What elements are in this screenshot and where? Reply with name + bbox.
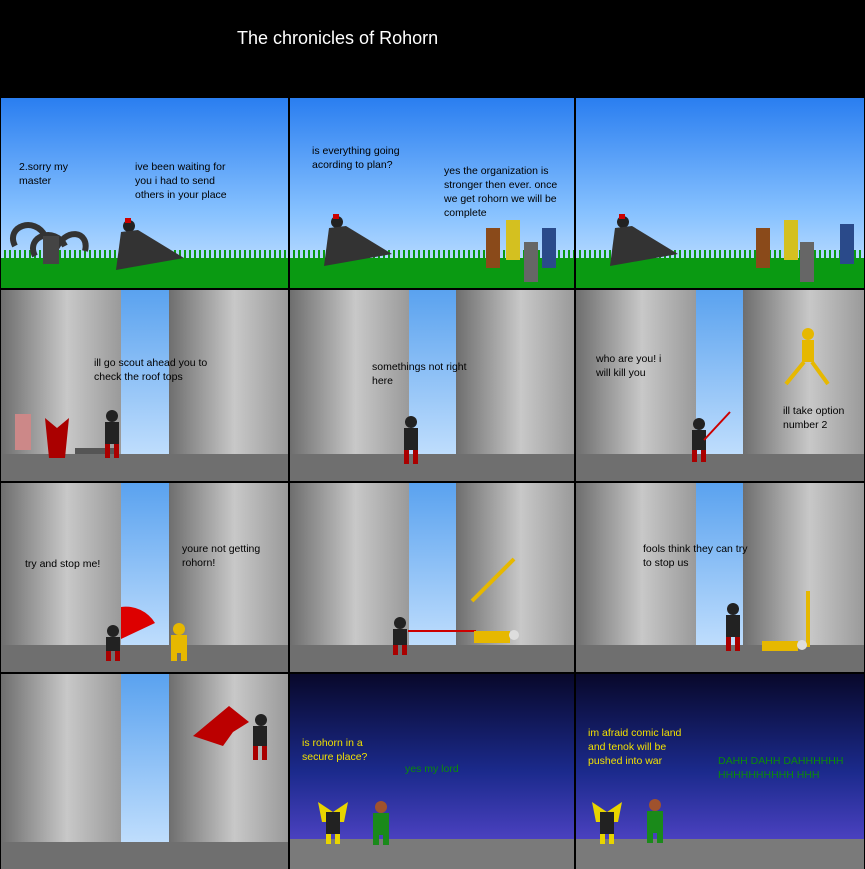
panel-8 xyxy=(290,483,574,672)
wall-right xyxy=(743,290,864,481)
ground xyxy=(576,645,864,672)
cloaked-master xyxy=(116,218,184,270)
dialogue-12a: im afraid comic land and tenok will be p… xyxy=(588,727,682,767)
panel-9: fools think they can try to stop us xyxy=(576,483,864,672)
cloaked-master xyxy=(324,214,392,266)
dialogue-12b: DAHH DAHH DAHHHHHHHHHHHHHHHH HHH xyxy=(718,755,844,781)
wall-right xyxy=(169,290,288,481)
panel-4: ill go scout ahead you to check the roof… xyxy=(1,290,288,481)
sky-gap xyxy=(121,674,169,869)
panel-11: is rohorn in a secure place? yes my lord xyxy=(290,674,574,869)
yellow-winged-guard xyxy=(592,802,622,844)
rohorn-with-spear xyxy=(692,411,731,462)
rohorn xyxy=(105,410,119,458)
sky-gap xyxy=(121,483,169,672)
dialogue-4: ill go scout ahead you to check the roof… xyxy=(94,357,208,383)
dialogue-1a: 2.sorry my master xyxy=(19,161,69,187)
panel-1: 2.sorry my master ive been waiting for y… xyxy=(1,98,288,288)
ground xyxy=(290,645,574,672)
golden-figure xyxy=(171,623,187,661)
ground xyxy=(576,839,864,869)
dialogue-2b: yes the organization is stronger then ev… xyxy=(444,165,558,219)
flying-staff xyxy=(470,557,516,603)
rohorn xyxy=(404,416,418,464)
panel-6: who are you! i will kill you ill take op… xyxy=(576,290,864,481)
winged-rohorn-flying xyxy=(193,706,267,760)
wall-left xyxy=(1,674,121,869)
wall-right xyxy=(456,290,574,481)
ground xyxy=(576,454,864,481)
panel-3 xyxy=(576,98,864,288)
organization-group xyxy=(486,220,556,282)
dialogue-5: somethings not right here xyxy=(372,361,467,387)
ground xyxy=(1,645,288,672)
panel-7: try and stop me! youre not getting rohor… xyxy=(1,483,288,672)
wall-left xyxy=(1,483,121,672)
wall-left xyxy=(290,290,409,481)
golden-figure-fallen xyxy=(474,630,519,643)
dialogue-11a: is rohorn in a secure place? xyxy=(302,737,368,763)
green-warrior xyxy=(647,799,663,843)
wall-left xyxy=(290,483,409,672)
organization-group xyxy=(756,220,854,282)
ground xyxy=(1,454,288,481)
dialogue-7a: try and stop me! xyxy=(25,558,101,570)
staff-planted xyxy=(806,591,810,647)
ground xyxy=(290,454,574,481)
dialogue-6a: who are you! i will kill you xyxy=(596,353,662,379)
comic-title: The chronicles of Rohorn xyxy=(237,28,439,48)
ground xyxy=(1,842,288,869)
golden-figure-leaping xyxy=(784,328,830,386)
yellow-winged-guard xyxy=(318,802,348,844)
wall-left xyxy=(576,290,696,481)
panel-5: somethings not right here xyxy=(290,290,574,481)
winged-figures xyxy=(15,414,115,458)
dialogue-9: fools think they can try to stop us xyxy=(643,543,748,569)
golden-figure-fallen xyxy=(762,640,807,651)
dialogue-11b: yes my lord xyxy=(405,763,459,775)
dialogue-6b: ill take option number 2 xyxy=(783,405,845,431)
rohorn-thrusting xyxy=(393,617,476,655)
sky-gap xyxy=(121,290,169,481)
wall-right xyxy=(169,483,288,672)
cloaked-master xyxy=(610,214,678,266)
dialogue-7b: youre not getting rohorn! xyxy=(182,543,261,569)
tentacle-creature xyxy=(10,222,89,264)
rohorn-swinging xyxy=(106,606,155,661)
dialogue-1b: ive been waiting for you i had to send o… xyxy=(135,161,227,201)
panel-2: is everything going acording to plan? ye… xyxy=(290,98,574,288)
wall-left xyxy=(576,483,696,672)
green-warrior xyxy=(373,801,389,845)
rohorn xyxy=(726,603,740,651)
panel-10 xyxy=(1,674,288,869)
dialogue-2a: is everything going acording to plan? xyxy=(312,145,400,171)
sky-gap xyxy=(409,483,456,672)
panel-12: im afraid comic land and tenok will be p… xyxy=(576,674,864,869)
